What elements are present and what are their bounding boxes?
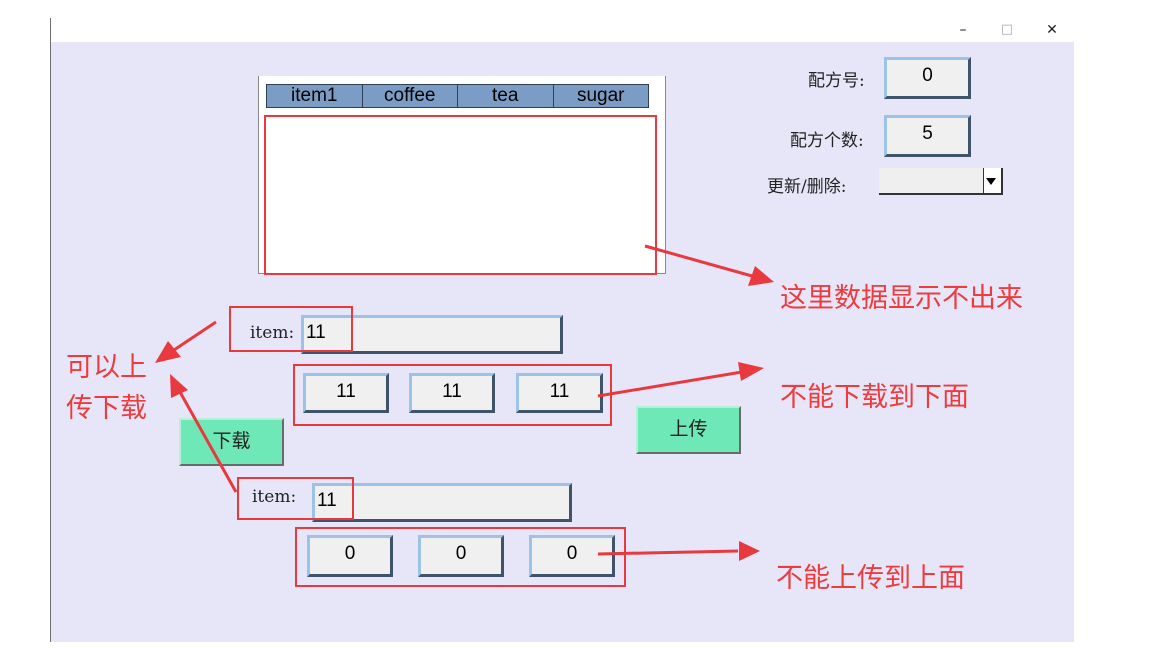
dropdown-button[interactable] [983, 168, 1003, 193]
download-button[interactable]: 下载 [179, 418, 284, 466]
recipe-count-field[interactable]: 5 [884, 115, 971, 157]
upper-item-input[interactable]: 11 [301, 315, 563, 354]
lower-item-label: item: [252, 487, 297, 507]
column-header-tea[interactable]: tea [458, 85, 554, 107]
recipe-number-field[interactable]: 0 [884, 57, 971, 99]
upper-value-field-2[interactable]: 11 [409, 373, 495, 413]
column-header-sugar[interactable]: sugar [576, 85, 625, 106]
maximize-icon[interactable]: □ [1000, 22, 1014, 37]
lower-item-annotation-box [237, 477, 354, 520]
lower-value-field-2[interactable]: 0 [418, 535, 504, 577]
left-annotation-note-line2: 传下载 [66, 393, 147, 424]
table-header: item1 coffee tea sugar [266, 84, 649, 108]
window-left-edge [50, 18, 51, 642]
recipe-count-label: 配方个数: [790, 131, 864, 151]
recipe-table-view[interactable] [258, 76, 666, 274]
table-annotation-note: 这里数据显示不出来 [780, 283, 1023, 314]
close-icon[interactable]: ✕ [1046, 22, 1058, 38]
upper-value-field-1[interactable]: 11 [303, 373, 389, 413]
upload-annotation-note: 不能上传到上面 [776, 563, 965, 594]
update-delete-label: 更新/删除: [767, 177, 847, 197]
download-annotation-note: 不能下载到下面 [780, 382, 969, 413]
upper-item-label: item: [250, 323, 295, 343]
update-delete-dropdown[interactable] [879, 168, 1003, 195]
table-annotation-box [264, 115, 657, 275]
column-header-item1[interactable]: item1 [267, 85, 363, 107]
recipe-number-label: 配方号: [808, 71, 865, 91]
column-header-coffee[interactable]: coffee [363, 85, 458, 107]
upper-value-field-3[interactable]: 11 [516, 373, 603, 413]
lower-value-field-1[interactable]: 0 [307, 535, 393, 577]
lower-item-input[interactable]: 11 [312, 483, 572, 522]
left-annotation-note-line1: 可以上 [66, 352, 147, 383]
minimize-icon[interactable]: – [959, 22, 967, 38]
upper-item-annotation-box [229, 306, 353, 352]
lower-values-annotation-box [295, 527, 626, 587]
upload-button[interactable]: 上传 [636, 406, 741, 454]
chevron-down-icon [986, 178, 996, 185]
lower-value-field-3[interactable]: 0 [529, 535, 615, 577]
